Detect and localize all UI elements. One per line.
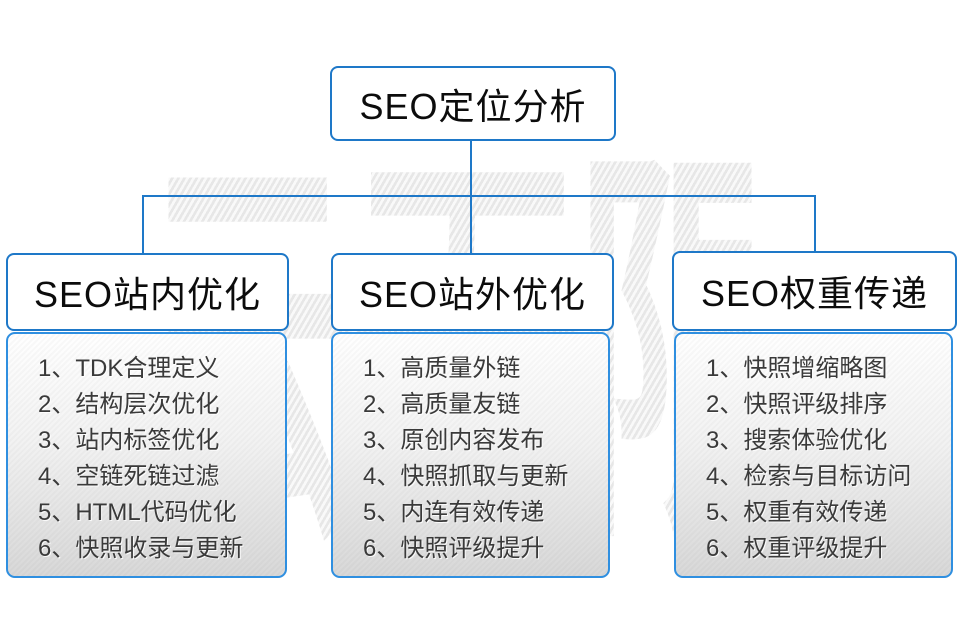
connector-root-drop-line (470, 137, 472, 197)
list-item: 4、快照抓取与更新 (363, 463, 569, 490)
list-item: 5、内连有效传递 (363, 499, 545, 526)
column-header-onsite: SEO站内优化 (6, 253, 289, 331)
list-panel-weight: 1、快照增缩略图 2、快照评级排序 3、搜索体验优化 4、检索与目标访问 5、权… (674, 332, 953, 578)
list-item: 5、HTML代码优化 (38, 499, 237, 526)
list-item: 2、快照评级排序 (706, 391, 888, 418)
list-item: 1、高质量外链 (363, 355, 521, 382)
root-node-seo-analysis: SEO定位分析 (330, 66, 616, 141)
list-item: 2、高质量友链 (363, 391, 521, 418)
list-item: 4、空链死链过滤 (38, 463, 220, 490)
list-item: 6、快照评级提升 (363, 535, 545, 562)
connector-horizontal-line (142, 195, 816, 197)
column-header-offsite: SEO站外优化 (331, 253, 614, 331)
list-item: 3、站内标签优化 (38, 427, 220, 454)
list-item: 3、搜索体验优化 (706, 427, 888, 454)
list-panel-offsite: 1、高质量外链 2、高质量友链 3、原创内容发布 4、快照抓取与更新 5、内连有… (331, 332, 610, 578)
list-item: 1、TDK合理定义 (38, 355, 220, 382)
connector-right-drop-line (814, 195, 816, 251)
list-item: 6、快照收录与更新 (38, 535, 244, 562)
list-item: 1、快照增缩略图 (706, 355, 888, 382)
list-item: 2、结构层次优化 (38, 391, 220, 418)
column-header-weight: SEO权重传递 (672, 251, 957, 331)
list-item: 4、检索与目标访问 (706, 463, 912, 490)
list-panel-onsite: 1、TDK合理定义 2、结构层次优化 3、站内标签优化 4、空链死链过滤 5、H… (6, 332, 287, 578)
connector-middle-drop-line (470, 195, 472, 253)
list-item: 6、权重评级提升 (706, 535, 888, 562)
connector-left-drop-line (142, 195, 144, 253)
list-item: 5、权重有效传递 (706, 499, 888, 526)
list-item: 3、原创内容发布 (363, 427, 545, 454)
